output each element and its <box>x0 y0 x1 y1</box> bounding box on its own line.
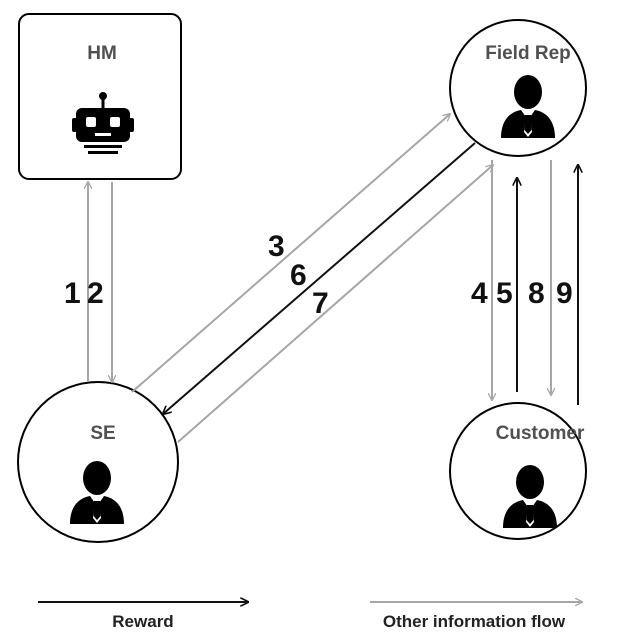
step-9: 9 <box>556 277 573 310</box>
arrow-se-to-field-rep <box>131 114 450 393</box>
field-rep-label: Field Rep <box>485 43 571 64</box>
arrow-field-rep-to-se-reward <box>163 142 476 414</box>
step-1: 1 <box>64 277 81 310</box>
se-label: SE <box>90 423 115 444</box>
arrow-se-to-field-rep-2 <box>177 165 493 443</box>
customer-node <box>449 402 587 540</box>
legend-reward-label: Reward <box>112 612 173 631</box>
step-3: 3 <box>268 230 285 263</box>
hm-label: HM <box>87 43 117 64</box>
legend-other-label: Other information flow <box>383 612 566 631</box>
step-5: 5 <box>496 277 513 310</box>
step-7: 7 <box>312 287 329 320</box>
robot-icon <box>72 92 134 154</box>
step-8: 8 <box>528 277 545 310</box>
step-2: 2 <box>87 277 104 310</box>
step-6: 6 <box>290 259 307 292</box>
step-4: 4 <box>471 277 488 310</box>
customer-label: Customer <box>496 423 585 444</box>
